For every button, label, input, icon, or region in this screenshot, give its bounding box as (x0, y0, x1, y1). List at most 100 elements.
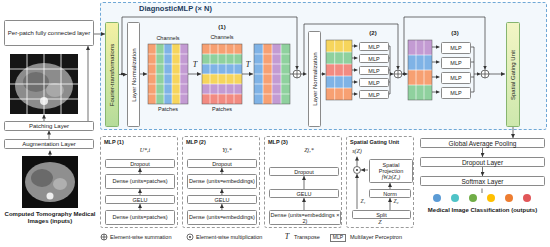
connector-arrow (88, 46, 89, 121)
process-box: MLP (441, 57, 471, 69)
node-text: MLP (368, 68, 379, 74)
class-dot (487, 194, 495, 202)
flow-arrow (432, 77, 440, 78)
node-text: MLP (368, 56, 379, 62)
grid-border (148, 44, 188, 104)
node-text: Dense (units=embeddings) (189, 214, 255, 220)
connector-arrow (49, 131, 50, 139)
flow-arrow (489, 74, 505, 75)
grid-lines (254, 44, 290, 104)
flow-arrow (402, 74, 408, 75)
label: Computed Tomography Medical Images (inpu… (2, 211, 98, 224)
layer-bar: Spatial Gating Unit (506, 22, 520, 127)
label: (3) (445, 30, 465, 37)
node-text: Dropout (212, 161, 232, 167)
flow-arrow (139, 74, 147, 75)
process-box: MLP (359, 78, 389, 87)
detail-panel: MLP (1)DropoutDense (units=patches)GELUD… (100, 136, 178, 228)
layer-bar: Layer Normalization (308, 31, 321, 127)
ct-organ (53, 178, 67, 190)
math-label: Z₁ (358, 198, 368, 204)
grid-row (202, 54, 242, 64)
product-symbol (354, 167, 361, 174)
block-title: MLP (2) (186, 139, 206, 145)
process-box: Per-patch fully connected layer (4, 20, 94, 46)
class-dot (433, 194, 441, 202)
process-box: Spatial ProjectionfW,b(Z₂) (369, 159, 413, 183)
label: Patches (148, 106, 188, 112)
gate-line (357, 174, 358, 209)
process-box: Dense (units=embeddings) (187, 174, 257, 189)
process-box: Dense (units=embeddings × 2) (269, 210, 341, 225)
process-box: MLP (359, 42, 389, 51)
junction-dot (403, 73, 405, 75)
sum-cross (101, 234, 107, 240)
node-text: Dense (units=patches) (112, 178, 167, 184)
product-dot (356, 169, 358, 171)
math-label: Z₂ (391, 198, 401, 204)
grid-c (254, 44, 290, 104)
class-dot (469, 194, 477, 202)
grid-d (326, 40, 352, 100)
label: (1) (212, 24, 232, 31)
process-box: Norm (369, 189, 411, 198)
grid-row (408, 70, 432, 85)
node-text: MLP (450, 45, 461, 51)
flow-arrow (432, 92, 440, 93)
grid-row (326, 64, 352, 76)
block-title: MLP (3) (268, 139, 288, 145)
process-box: Dropout (187, 159, 257, 168)
grid-border (254, 44, 290, 104)
math-label: Yj,* (215, 147, 239, 154)
class-dot (505, 194, 513, 202)
process-box: Softmax Layer (420, 176, 545, 186)
legend-text: Element-wise summation (110, 234, 171, 240)
process-box: MLP (441, 72, 471, 84)
grid-row (202, 64, 242, 74)
node-text: MLP (450, 75, 461, 81)
math-label: Z (373, 219, 387, 226)
block-title: Spatial Gating Unit (350, 139, 399, 145)
gate-line (361, 170, 368, 171)
grid-row (408, 85, 432, 100)
layer-bar: Fourier-transformations (105, 22, 119, 127)
label: Patches (202, 106, 242, 112)
connector-arrow (304, 176, 305, 189)
connector-arrow (482, 148, 483, 157)
connector-arrow (513, 127, 514, 138)
sum-circle (394, 70, 402, 78)
grid-e (408, 40, 432, 100)
node-text: Global Average Pooling (449, 140, 517, 147)
process-box: GELU (269, 189, 339, 198)
class-outputs (433, 194, 531, 202)
label: Channels (202, 34, 242, 40)
merge-lines (470, 47, 474, 92)
node-text: MLP (368, 44, 379, 50)
flow-arrow (390, 74, 394, 75)
node-text: MLP (368, 80, 379, 86)
process-box: Dense (units=patches) (105, 210, 175, 225)
ct-body (25, 162, 75, 202)
sum-circle (101, 234, 107, 240)
product-dot (189, 236, 191, 238)
node-text: MLP (450, 60, 461, 66)
ct-background (22, 156, 78, 208)
ct-spine (47, 193, 54, 200)
flow-arrow (352, 82, 358, 83)
class-dot (523, 194, 531, 202)
grid-border (326, 40, 352, 100)
grid-b (202, 44, 242, 104)
flow-arrow (301, 74, 307, 75)
detail-panel: MLP (3)DropoutGELUDense (units=embedding… (264, 136, 342, 228)
flow-arrow (352, 70, 358, 71)
flow-arrow (188, 74, 201, 75)
block-fill (100, 2, 547, 130)
node-text: Dense (units=patches) (112, 214, 167, 220)
node-text: Dense (units=embeddings × 2) (270, 212, 340, 224)
process-box: MLP (359, 90, 389, 99)
legend-sum-symbol (101, 234, 107, 240)
node-text: GELU (215, 197, 230, 203)
math-label: U*,i (133, 147, 157, 154)
grid-row (202, 74, 242, 84)
sum-cross (293, 70, 301, 78)
